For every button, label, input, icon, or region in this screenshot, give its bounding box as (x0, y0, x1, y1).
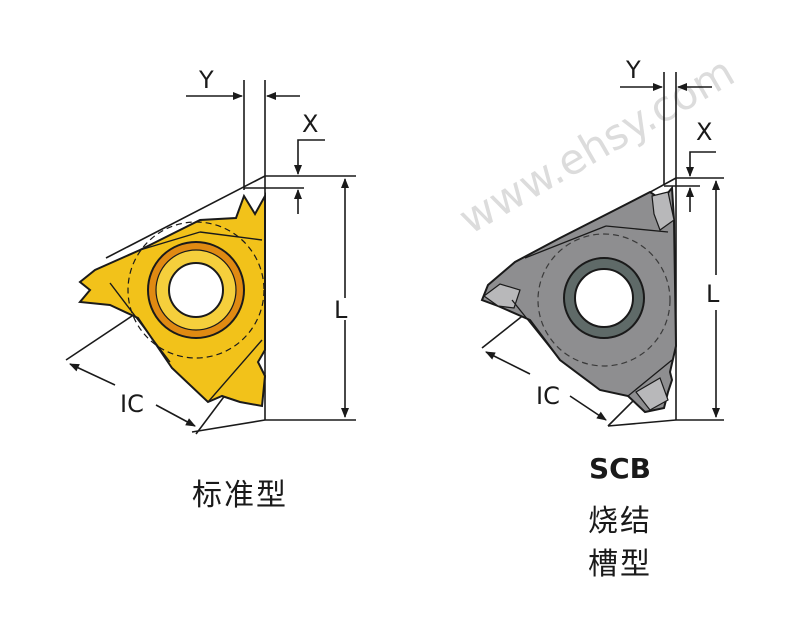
right-insert-facet-3 (511, 299, 561, 361)
right-label-ic: IC (536, 382, 560, 410)
right-label-l: L (706, 280, 720, 308)
right-ic-arrow-1 (485, 351, 531, 375)
right-x-leader (686, 151, 716, 177)
right-insert-facet-2 (605, 225, 669, 233)
left-label-y: Y (198, 66, 214, 94)
caption-scb-line2: 槽型 (588, 547, 652, 582)
left-label-ic: IC (120, 390, 144, 418)
left-insert: Y X L IC (65, 66, 356, 435)
left-ic-arrow-1 (69, 363, 116, 386)
left-ic-ext-1 (105, 175, 266, 259)
left-insert-facet-3 (109, 282, 171, 363)
right-groove-bottom (635, 377, 669, 411)
right-insert-facet-1 (524, 225, 607, 259)
right-label-x: X (696, 118, 712, 146)
right-insert-facet-4 (627, 359, 673, 397)
right-ic-arrow-2 (569, 395, 607, 421)
right-insert-hole (574, 268, 634, 328)
caption-standard: 标准型 (192, 478, 288, 513)
left-insert-facet-4 (207, 339, 263, 403)
left-ic-arrow-2 (155, 404, 196, 427)
left-insert-facet-1 (139, 231, 201, 251)
left-ic-ext-2 (191, 419, 266, 433)
caption-scb-line1: 烧结 (588, 504, 652, 539)
left-ic-ext-3 (65, 311, 139, 361)
right-groove-left (482, 283, 521, 309)
right-insert: Y X L IC (480, 56, 724, 427)
left-x-leader (294, 139, 325, 175)
left-insert-hole (168, 262, 224, 318)
left-label-l: L (334, 296, 348, 324)
right-ic-ext-2 (607, 419, 677, 427)
right-inscribed-circle (537, 233, 671, 367)
left-inscribed-circle (127, 221, 265, 359)
left-label-x: X (302, 110, 318, 138)
left-insert-facet-2 (199, 231, 263, 241)
right-label-y: Y (625, 56, 641, 84)
right-groove-top (651, 191, 675, 231)
caption-scb-code: SCB (588, 452, 652, 485)
